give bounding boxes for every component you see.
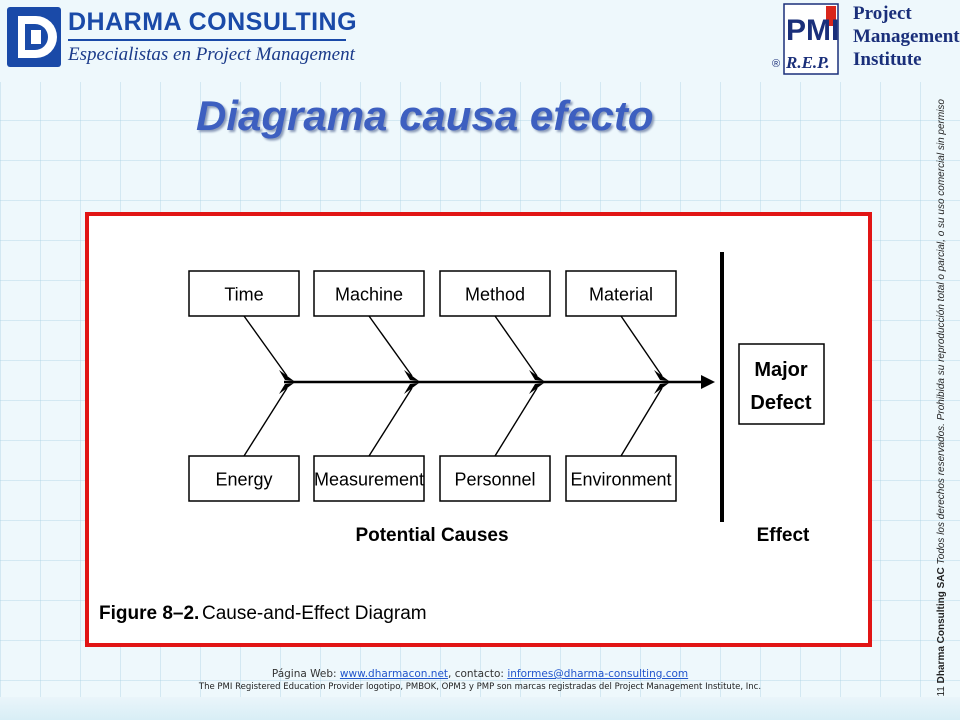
cause-bone-measurement xyxy=(368,387,413,457)
pmi-line-2: Management xyxy=(853,26,960,47)
figure-number: Figure 8–2. xyxy=(99,603,199,624)
footer-contact: Página Web: www.dharmacon.net, contacto:… xyxy=(0,668,960,680)
cause-bone-energy xyxy=(243,387,288,457)
cause-arrowhead xyxy=(279,383,294,394)
copyright-notice: ©2011 Dharma Consulting SAC Todos los de… xyxy=(936,99,947,715)
cause-bone-environment xyxy=(620,387,663,457)
cause-bone-time xyxy=(243,315,288,377)
cause-bone-personnel xyxy=(494,387,538,457)
cause-box-machine xyxy=(313,270,425,317)
effect-box xyxy=(738,343,825,425)
page-title: Diagrama causa efecto xyxy=(196,92,654,139)
pmi-line-1: Project xyxy=(853,3,912,24)
cause-box-time xyxy=(188,270,300,317)
cause-bone-machine xyxy=(368,315,413,377)
cause-arrowhead xyxy=(529,383,544,394)
registered-mark: ® xyxy=(772,58,781,70)
cause-bone-method xyxy=(494,315,538,377)
cause-arrowhead xyxy=(654,370,669,381)
cause-bone-material xyxy=(620,315,663,377)
cause-box-measurement xyxy=(313,455,425,502)
cause-label: Material xyxy=(589,285,653,305)
footer-email-link[interactable]: informes@dharma-consulting.com xyxy=(507,668,689,680)
cause-label: Energy xyxy=(215,470,272,490)
copyright-text: Todos los derechos reservados. Prohibida… xyxy=(936,99,947,565)
bottom-bar xyxy=(0,697,960,720)
cause-box-environment xyxy=(565,455,677,502)
footer-contact-label: , contacto: xyxy=(448,668,504,680)
cause-arrowhead xyxy=(279,370,294,381)
pmi-wordmark: Project Management Institute xyxy=(853,2,960,71)
cause-arrowhead xyxy=(404,383,419,394)
cause-label: Time xyxy=(224,285,263,305)
cause-arrowhead xyxy=(654,383,669,394)
footer-web-link[interactable]: www.dharmacon.net xyxy=(339,668,449,680)
effect-box-line-1: Major xyxy=(754,359,808,381)
dharma-logo-icon xyxy=(7,7,61,67)
header: DHARMA CONSULTING Especialistas en Proje… xyxy=(0,0,960,82)
cause-arrowhead xyxy=(529,370,544,381)
copyright-company: Dharma Consulting SAC xyxy=(936,567,947,684)
brand-divider xyxy=(68,39,346,41)
effect-box-line-2: Defect xyxy=(750,392,811,414)
cause-box-method xyxy=(439,270,551,317)
cause-label: Measurement xyxy=(314,470,424,490)
causes-caption: Potential Causes xyxy=(355,525,508,546)
pmi-line-3: Institute xyxy=(853,49,922,70)
cause-label: Machine xyxy=(335,285,403,305)
cause-label: Environment xyxy=(570,470,671,490)
svg-text:PMI: PMI xyxy=(786,14,839,47)
brand-name: DHARMA CONSULTING xyxy=(68,8,358,36)
cause-arrowhead xyxy=(404,370,419,381)
spine-arrowhead xyxy=(701,375,715,389)
cause-box-material xyxy=(565,270,677,317)
effect-caption: Effect xyxy=(757,525,810,546)
pmi-logo-icon: PMI xyxy=(783,3,839,75)
cause-box-personnel xyxy=(439,455,551,502)
cause-label: Personnel xyxy=(454,470,535,490)
footer-web-label: Página Web: xyxy=(271,668,337,680)
brand-tagline: Especialistas en Project Management xyxy=(68,44,355,65)
figure-title: Cause-and-Effect Diagram xyxy=(202,603,427,624)
footer-legal: The PMI Registered Education Provider lo… xyxy=(198,682,762,692)
cause-label: Method xyxy=(465,285,525,305)
rep-label: R.E.P. xyxy=(786,53,830,72)
cause-box-energy xyxy=(188,455,300,502)
